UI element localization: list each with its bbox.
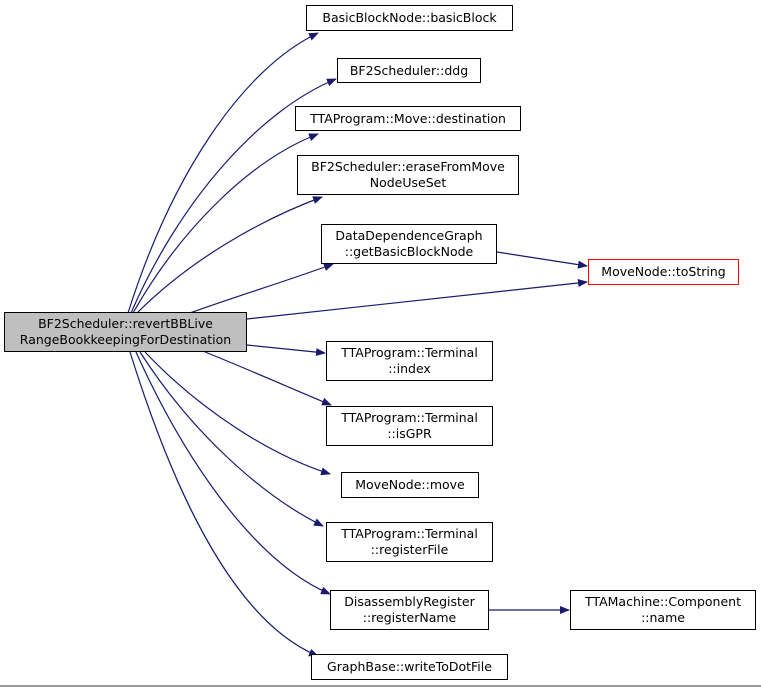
node-label-line-1: DataDependenceGraph — [335, 228, 483, 243]
node-component-name[interactable]: TTAMachine::Component ::name — [570, 590, 756, 630]
node-label-line-2: ::registerFile — [370, 542, 449, 557]
node-label: GraphBase::writeToDotFile — [327, 659, 492, 674]
node-label-line-1: TTAProgram::Terminal — [341, 526, 478, 541]
edge-to-erasefrommove — [136, 196, 323, 314]
node-basicblocknode-basicblock[interactable]: BasicBlockNode::basicBlock — [306, 5, 513, 31]
node-terminal-registerfile[interactable]: TTAProgram::Terminal ::registerFile — [326, 522, 493, 562]
node-move-destination[interactable]: TTAProgram::Move::destination — [295, 106, 521, 131]
edge-to-registerfile — [139, 351, 324, 527]
node-label-line-1: DisassemblyRegister — [344, 594, 475, 609]
root-node-line-1: BF2Scheduler::revertBBLive — [38, 316, 213, 331]
node-label-line-2: ::index — [388, 361, 431, 376]
bottom-divider — [0, 685, 761, 687]
node-label-line-2: NodeUseSet — [369, 175, 447, 190]
edge-to-isgpr — [204, 351, 332, 406]
edge-to-tostring-from-ddg — [496, 251, 588, 269]
node-label-line-1: TTAProgram::Terminal — [341, 410, 478, 425]
node-erasefrommovenodeuseset[interactable]: BF2Scheduler::eraseFromMove NodeUseSet — [297, 155, 519, 195]
edge-to-getbasicblocknode — [189, 263, 334, 314]
edge-to-destination — [132, 133, 319, 314]
node-label-line-2: ::name — [641, 610, 685, 625]
node-label: BasicBlockNode::basicBlock — [322, 10, 497, 25]
edge-to-ddg — [130, 78, 337, 314]
edge-to-index — [246, 344, 326, 357]
edge-to-basicblock — [127, 32, 319, 314]
root-node-line-2: RangeBookkeepingForDestination — [19, 332, 232, 347]
node-getbasicblocknode[interactable]: DataDependenceGraph ::getBasicBlockNode — [321, 224, 497, 264]
edge-to-writetodotfile — [129, 351, 319, 657]
node-label-line-2: ::registerName — [362, 610, 457, 625]
edge-to-registername — [135, 351, 331, 595]
node-label-line-2: ::isGPR — [387, 426, 432, 441]
node-bf2scheduler-ddg[interactable]: BF2Scheduler::ddg — [337, 58, 481, 83]
node-label: TTAProgram::Move::destination — [310, 110, 506, 126]
node-graphbase-writetodotfile[interactable]: GraphBase::writeToDotFile — [311, 654, 508, 680]
node-label-line-1: BF2Scheduler::eraseFromMove — [311, 159, 505, 174]
edge-to-tostring-from-root — [246, 278, 588, 320]
node-label-line-2: ::getBasicBlockNode — [344, 244, 474, 259]
node-disassemblyregister-registername[interactable]: DisassemblyRegister ::registerName — [330, 590, 489, 630]
node-movenode-move[interactable]: MoveNode::move — [341, 472, 479, 498]
node-label-line-1: TTAMachine::Component — [585, 594, 741, 609]
root-node-revertbblive: BF2Scheduler::revertBBLive RangeBookkeep… — [4, 312, 247, 352]
edge-to-move — [144, 351, 331, 476]
node-label: MoveNode::move — [355, 477, 465, 492]
node-label-line-1: TTAProgram::Terminal — [341, 345, 478, 360]
node-movenode-tostring[interactable]: MoveNode::toString — [588, 259, 739, 285]
node-label: MoveNode::toString — [601, 264, 726, 279]
node-label: BF2Scheduler::ddg — [349, 62, 469, 78]
node-terminal-index[interactable]: TTAProgram::Terminal ::index — [326, 341, 493, 381]
node-terminal-isgpr[interactable]: TTAProgram::Terminal ::isGPR — [326, 406, 493, 446]
